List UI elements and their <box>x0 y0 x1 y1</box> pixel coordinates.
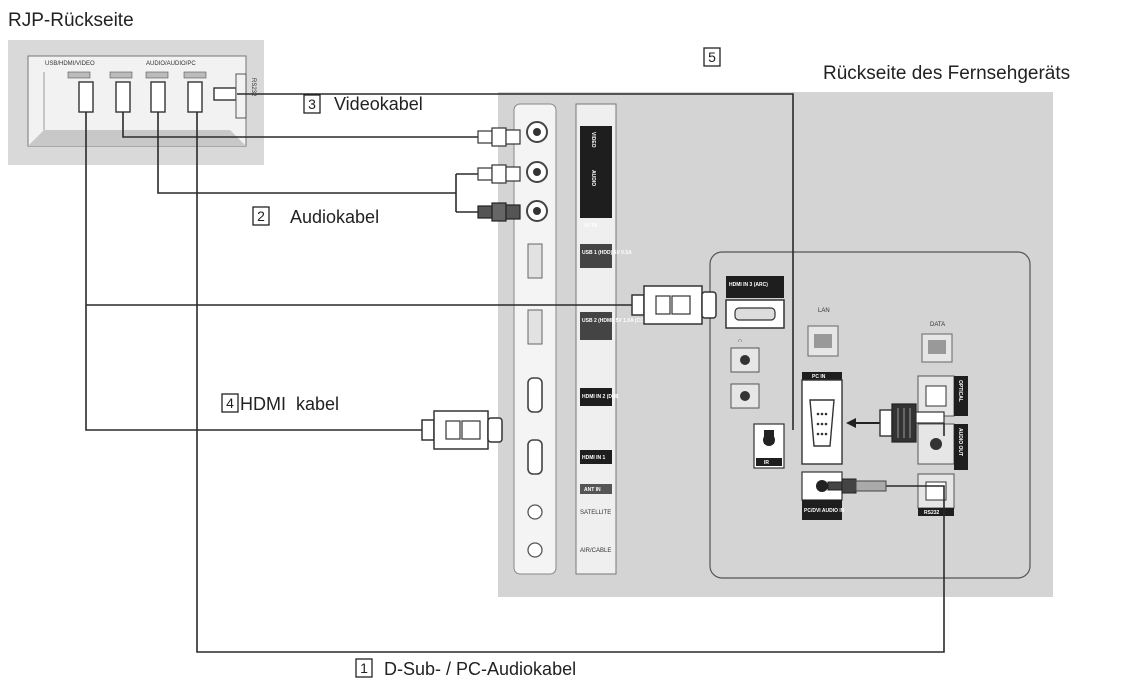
rjp-port-audio <box>145 71 169 79</box>
tv-label-usb2-box <box>580 312 612 340</box>
rjp-port-label-audio-pc: AUDIO/AUDIO/PC <box>146 61 196 67</box>
tv-label-av-in: AV IN <box>584 223 597 229</box>
cable-hdmi-line-lower <box>85 112 422 431</box>
cable-5-number: 5 <box>708 49 716 65</box>
tv-label-hdmi2-box <box>580 388 612 406</box>
hdmi-plug-upper <box>631 285 717 325</box>
tv-label-pc-in: PC IN <box>812 374 826 380</box>
tv-label-av-block <box>580 126 612 218</box>
cable-video-line <box>122 112 478 138</box>
tv-optical-socket <box>925 385 947 407</box>
cable-2-label: Audiokabel <box>290 207 379 227</box>
cable-3-label: Videokabel <box>334 94 423 114</box>
tv-label-audio-out: AUDIO OUT <box>957 428 963 456</box>
tv-headphone-jack-hole <box>740 355 750 365</box>
cable-lines <box>85 93 945 653</box>
tv-audio-jack-hole <box>740 391 750 401</box>
tv-label-satellite: SATELLITE <box>580 510 611 516</box>
tv-label-video: VIDEO <box>590 132 596 148</box>
tv-label-pc-in-box <box>802 372 842 380</box>
cable-1-label: D-Sub- / PC-Audiokabel <box>384 659 576 679</box>
cable-2-number: 2 <box>257 208 265 224</box>
tv-label-usb2: USB 2 (HDMI) 5V 1.0A (CONTENT) <box>582 318 663 324</box>
tv-label-hdmi1-box <box>580 450 612 464</box>
tv-label-ir-box <box>756 458 782 466</box>
tv-label-rs232-box <box>918 508 954 516</box>
tv-label-hdmi2: HDMI IN 2 (DVI) <box>582 394 619 400</box>
rca-video-plug <box>477 127 521 147</box>
tv-usb-port-1 <box>527 243 543 279</box>
rjp-port-pc <box>183 71 207 79</box>
rjp-plug-rs232 <box>213 87 237 101</box>
cable-pc-audio-line <box>196 112 945 653</box>
tv-label-pc-dvi-audio-box <box>802 500 842 520</box>
tv-label-air-cable: AIR/CABLE <box>580 548 611 554</box>
tv-audio-out-hole <box>930 438 942 450</box>
tv-ant-air-cable <box>527 542 543 558</box>
rjp-plug-video <box>115 81 131 113</box>
tv-label-optical: OPTICAL <box>957 380 963 402</box>
tv-hdmi-port-2 <box>527 377 543 413</box>
tv-ant-satellite <box>527 504 543 520</box>
rjp-port-hdmi <box>67 71 91 79</box>
tv-title: Rückseite des Fernsehgeräts <box>823 63 1070 84</box>
cable-3-number: 3 <box>308 96 316 112</box>
pc-audio-plug <box>827 478 887 494</box>
tv-hdmi-port-1 <box>527 439 543 475</box>
tv-label-pc-dvi-audio: PC/DVI AUDIO IN <box>804 508 845 514</box>
tv-label-audio: AUDIO <box>590 170 596 186</box>
cable-label-3: 3 Videokabel <box>303 94 423 114</box>
tv-av-jacks <box>526 121 548 222</box>
tv-label-optical-box <box>954 376 968 416</box>
tv-rs232-socket <box>925 481 947 501</box>
tv-label-lan: LAN <box>818 308 830 314</box>
rjp-port-label-usb-hdmi-video: USB/HDMI/VIDEO <box>45 61 95 67</box>
cable-label-1: 1 D-Sub- / PC-Audiokabel <box>355 658 576 679</box>
cable-label-4: 4 HDMI kabel <box>221 393 339 414</box>
rca-audio-white-plug <box>477 164 521 184</box>
dsub-plug <box>846 403 945 443</box>
cable-label-5: 5 <box>703 47 721 67</box>
cable-4-number: 4 <box>226 395 234 411</box>
rjp-plug-pc <box>187 81 203 113</box>
rjp-rs232-port <box>235 73 247 119</box>
rjp-plug-hdmi <box>78 81 94 113</box>
cable-audio-line <box>157 112 456 194</box>
tv-data-port-socket <box>928 340 946 354</box>
tv-label-hdmi1: HDMI IN 1 <box>582 455 606 461</box>
rjp-plug-audio <box>150 81 166 113</box>
tv-label-ant-in-box <box>580 484 612 494</box>
cable-4-label: HDMI kabel <box>240 394 339 414</box>
ir-plug <box>764 430 774 444</box>
tv-label-rs232: RS232 <box>924 510 940 516</box>
tv-label-ant-in: ANT IN <box>584 487 601 493</box>
tv-label-audio-out-box <box>954 424 968 470</box>
rjp-port-video <box>109 71 133 79</box>
tv-dsub-pins <box>816 412 828 436</box>
rca-audio-red-plug <box>477 202 521 222</box>
cable-1-number: 1 <box>360 660 368 676</box>
hdmi-plug-lower <box>421 410 503 450</box>
tv-lan-port-socket <box>814 334 832 348</box>
tv-label-usb1: USB 1 (HDD) 5V 0.5A <box>582 250 632 256</box>
tv-label-data: DATA <box>930 322 945 328</box>
rjp-port-label-rs232: RS232 <box>250 78 256 97</box>
tv-label-headphone: ∩ <box>738 338 742 344</box>
cable-label-2: 2 Audiokabel <box>252 206 379 227</box>
tv-hdmi3-port <box>725 276 785 329</box>
tv-label-ir: IR <box>764 460 769 466</box>
cable-rs232-line <box>237 93 794 430</box>
rjp-title: RJP-Rückseite <box>8 10 134 31</box>
tv-label-hdmi3: HDMI IN 3 (ARC) <box>729 282 768 288</box>
rjp-box: USB/HDMI/VIDEO AUDIO/AUDIO/PC RS232 <box>8 40 264 165</box>
tv-usb-port-2 <box>527 309 543 345</box>
tv-label-usb1-box <box>580 244 612 268</box>
tv-pc-audio-in-hole <box>816 480 828 492</box>
